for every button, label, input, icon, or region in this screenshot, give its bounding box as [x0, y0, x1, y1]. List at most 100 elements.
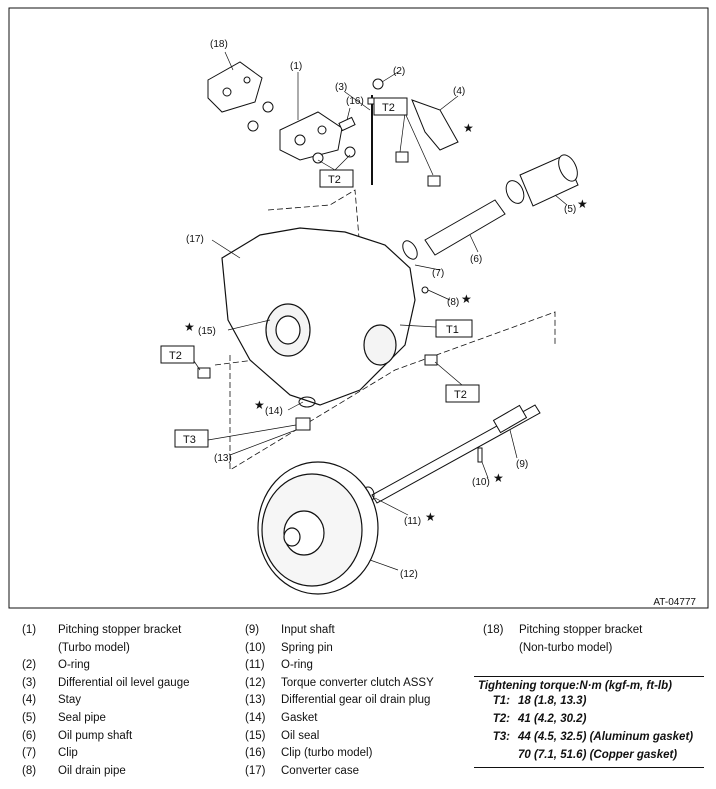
- callout-6: (6): [470, 254, 482, 265]
- torque-value: 41 (4.2, 30.2): [518, 713, 587, 725]
- t2-bolt-right: [424, 354, 438, 366]
- spring-pin: [477, 447, 483, 463]
- legend-item-text: Stay: [58, 694, 82, 707]
- stay-bolts: [395, 151, 441, 187]
- torque-converter-clutch-assy: [257, 461, 379, 595]
- legend-item: (1)Pitching stopper bracket (Turbo model…: [22, 622, 242, 657]
- pitching-stopper-bracket-nonturbo: [207, 61, 263, 113]
- legend-item: (3) Differential oil level gauge: [22, 675, 242, 693]
- legend-item: (7) Clip: [22, 745, 242, 763]
- torque-key: T3:: [492, 731, 510, 743]
- legend-item: (8)Oil drain pipe: [22, 763, 242, 781]
- callout-10: (10): [472, 477, 490, 488]
- callout-8: (8): [447, 297, 459, 308]
- legend-item-number: (17): [245, 764, 266, 777]
- legend-item-number: (3): [22, 676, 37, 689]
- legend-item-text: Spring pin: [281, 641, 333, 654]
- oil-pump-shaft: [402, 199, 506, 260]
- legend-item: (15) Oil seal: [245, 728, 475, 746]
- callout-4: (4): [453, 86, 465, 97]
- torque-boxes: [160, 97, 480, 448]
- legend-item: (2) O-ring: [22, 657, 242, 675]
- legend-item-number: (14): [245, 711, 266, 724]
- callout-17: (17): [186, 234, 204, 245]
- torque-box-t2: T2: [169, 350, 182, 362]
- legend-item-text: Differential gear oil drain plug: [281, 694, 431, 707]
- callout-1: (1): [290, 61, 302, 72]
- torque-box-t2: T2: [454, 389, 467, 401]
- legend-item-text: Pitching stopper bracket (Non-turbo mode…: [519, 624, 643, 654]
- torque-key: T2:: [492, 713, 510, 725]
- legend-item: (14) Gasket: [245, 710, 475, 728]
- legend-item-text: Clip: [58, 747, 78, 760]
- legend-item-text: Differential oil level gauge: [58, 676, 190, 689]
- legend-item-text: Gasket: [281, 711, 318, 724]
- callout-14: (14): [265, 406, 283, 417]
- callout-labels: (18) (1) (2) (3) (4) (16) (5) (6) (7) (8…: [186, 39, 576, 580]
- legend-item-number: (18): [483, 624, 504, 636]
- legend-item-number: (13): [245, 694, 266, 707]
- legend-item-text: O-ring: [58, 659, 90, 672]
- exploded-view-diagram: (18) (1) (2) (3) (4) (16) (5) (6) (7) (8…: [8, 7, 709, 609]
- legend-item: (16) Clip (turbo model): [245, 745, 475, 763]
- legend-item-number: (11): [245, 659, 265, 672]
- seal-pipe: [505, 154, 579, 207]
- gasket: [298, 396, 316, 408]
- legend-item-number: (15): [245, 729, 266, 742]
- torque-box-t2: T2: [328, 174, 341, 186]
- legend-item-number: (5): [22, 711, 37, 724]
- t2-bolt-left: [197, 367, 211, 379]
- legend-item: (12)Torque converter clutch ASSY: [245, 675, 475, 693]
- leader-lines: [189, 51, 568, 571]
- input-shaft: [371, 404, 541, 504]
- legend-item-number: (2): [22, 659, 37, 672]
- torque-key: [474, 746, 518, 764]
- legend-item: (9)Input shaft: [245, 622, 475, 640]
- converter-case: [221, 227, 416, 406]
- assembly-outlines: [214, 189, 556, 471]
- legend-item-text: Oil pump shaft: [58, 729, 133, 742]
- diagram-frame: [8, 7, 709, 609]
- legend-item: (4) Stay: [22, 692, 242, 710]
- torque-row: T3: 44 (4.5, 32.5) (Aluminum gasket): [474, 728, 704, 746]
- star-icon: ★: [493, 471, 504, 485]
- legend-item-text: Converter case: [281, 764, 359, 777]
- legend-item: (10)Spring pin: [245, 640, 475, 658]
- legend-item: (11) O-ring: [245, 657, 475, 675]
- legend-item: (13) Differential gear oil drain plug: [245, 692, 475, 710]
- legend-column-1: (1)Pitching stopper bracket (Turbo model…: [22, 622, 242, 780]
- legend-item-number: (16): [245, 747, 266, 760]
- legend-item-text: O-ring: [281, 659, 313, 672]
- star-marks: ★ ★ ★ ★ ★ ★ ★: [184, 121, 588, 524]
- legend-column-3: (18) Pitching stopper bracket (Non-turbo …: [483, 622, 713, 657]
- torque-box-labels: T2 T2 T2 T1 T2 T3: [169, 102, 467, 446]
- star-icon: ★: [184, 320, 195, 334]
- legend-item-text: Clip (turbo model): [281, 747, 373, 760]
- star-icon: ★: [461, 292, 472, 306]
- callout-3: (3): [335, 82, 347, 93]
- legend-item: (5)Seal pipe: [22, 710, 242, 728]
- legend-item-text: Torque converter clutch ASSY: [281, 676, 434, 689]
- legend-item-text: Input shaft: [281, 624, 335, 636]
- legend-item-text: Oil seal: [281, 729, 320, 742]
- legend-column-2: (9)Input shaft(10)Spring pin(11)O-ring(1…: [245, 622, 475, 780]
- callout-13: (13): [214, 453, 232, 464]
- legend-item-number: (6): [22, 729, 37, 742]
- star-icon: ★: [425, 510, 436, 524]
- callout-9: (9): [516, 459, 528, 470]
- torque-title: Tightening torque:N·m (kgf-m, ft-lb): [474, 676, 704, 692]
- figure-reference: AT-04777: [653, 597, 696, 608]
- tightening-torque-table: Tightening torque:N·m (kgf-m, ft-lb) T1:…: [474, 676, 704, 768]
- legend-item-number: (4): [22, 694, 37, 707]
- bracket-bolts: [247, 101, 356, 164]
- torque-row: T2: 41 (4.2, 30.2): [474, 710, 704, 728]
- legend-item-number: (7): [22, 747, 37, 760]
- callout-16: (16): [346, 96, 364, 107]
- torque-value: 18 (1.8, 13.3): [518, 695, 587, 707]
- callout-11: (11): [404, 516, 421, 527]
- torque-value: 44 (4.5, 32.5) (Aluminum gasket): [518, 731, 694, 743]
- torque-box-t2: T2: [382, 102, 395, 114]
- torque-value: 70 (7.1, 51.6) (Copper gasket): [518, 749, 678, 761]
- legend-item: (6) Oil pump shaft: [22, 728, 242, 746]
- star-icon: ★: [463, 121, 474, 135]
